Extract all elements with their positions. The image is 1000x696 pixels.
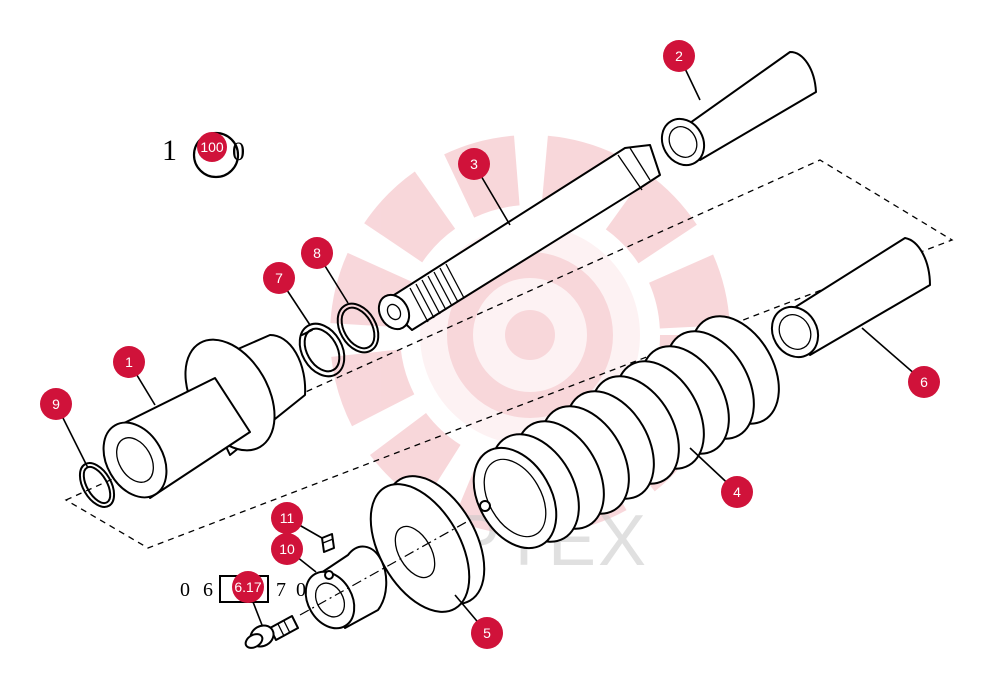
bolt-6-17[interactable] [243, 615, 299, 651]
legend-bottom: 0 6 7 0 6.17 [180, 571, 306, 603]
part-3-shaft[interactable] [373, 144, 661, 335]
part-10-nut[interactable] [296, 545, 388, 637]
callout-7[interactable]: 7 [263, 262, 295, 294]
center-axis [299, 519, 471, 616]
svg-text:8: 8 [313, 245, 321, 261]
svg-text:11: 11 [280, 510, 295, 526]
part-2-sleeve[interactable] [654, 50, 817, 173]
svg-text:5: 5 [483, 625, 491, 641]
callout-5[interactable]: 5 [471, 617, 503, 649]
svg-text:0: 0 [180, 579, 190, 601]
callout-8[interactable]: 8 [301, 237, 333, 269]
svg-text:2: 2 [675, 48, 683, 64]
svg-text:6.17: 6.17 [234, 579, 261, 595]
callout-3[interactable]: 3 [458, 148, 490, 180]
callout-11[interactable]: 11 [271, 502, 303, 534]
part-4-spring[interactable] [457, 301, 797, 563]
svg-text:9: 9 [52, 396, 60, 412]
part-8-ring[interactable] [329, 296, 386, 359]
legend-top: 1 0 100 [162, 131, 245, 179]
callout-4[interactable]: 4 [721, 476, 753, 508]
svg-text:0: 0 [232, 137, 245, 166]
callout-9[interactable]: 9 [40, 388, 72, 420]
svg-text:100: 100 [200, 139, 224, 155]
part-11-grease-nipple[interactable] [321, 533, 335, 553]
callout-2[interactable]: 2 [663, 40, 695, 72]
svg-text:7: 7 [275, 270, 283, 286]
svg-text:6: 6 [203, 579, 213, 601]
callout-1[interactable]: 1 [113, 346, 145, 378]
svg-text:7: 7 [276, 579, 286, 601]
svg-text:0: 0 [296, 579, 306, 601]
svg-text:1: 1 [125, 354, 133, 370]
shaft-thread [409, 263, 465, 323]
part-6-sleeve[interactable] [763, 237, 931, 366]
part-7-ring[interactable] [291, 316, 354, 384]
callout-6[interactable]: 6 [908, 366, 940, 398]
svg-text:1: 1 [162, 134, 177, 167]
svg-text:10: 10 [279, 541, 295, 557]
legend-bottom-marker[interactable]: 6.17 [232, 571, 264, 603]
callout-10[interactable]: 10 [271, 533, 303, 565]
legend-top-marker[interactable]: 100 [197, 132, 227, 162]
part-1-bracket[interactable] [91, 324, 307, 509]
svg-text:3: 3 [470, 156, 478, 172]
assembly-boundary [64, 159, 954, 549]
svg-text:6: 6 [920, 374, 928, 390]
svg-text:4: 4 [733, 484, 741, 500]
